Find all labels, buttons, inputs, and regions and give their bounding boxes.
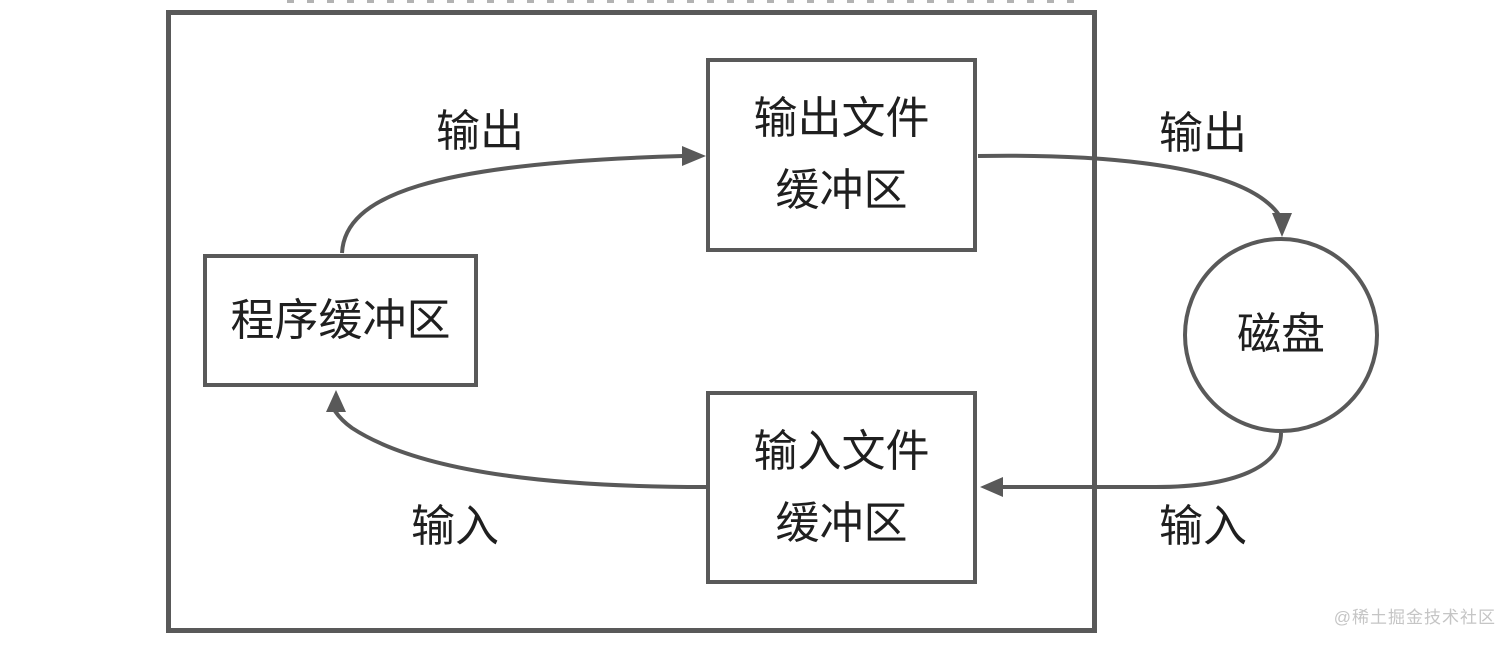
edge-label-input-left: 输入 <box>411 502 499 551</box>
arrowhead-down-icon <box>1272 213 1292 237</box>
edge-label-output-right: 输出 <box>1159 109 1247 158</box>
arrowhead-left-icon <box>980 477 1003 497</box>
edge-output-buffer-to-disk <box>977 153 1281 217</box>
edge-program-to-output-buffer <box>340 154 684 254</box>
arrowhead-up-icon <box>326 390 346 412</box>
system-boundary-rect <box>166 10 1097 633</box>
edge-label-input-right: 输入 <box>1159 502 1247 551</box>
edge-label-output-left: 输出 <box>436 107 524 156</box>
node-disk-label: 磁盘 <box>1237 310 1325 359</box>
watermark-text: @稀土掘金技术社区 <box>1333 608 1496 627</box>
node-output-file-buffer-line1: 输出文件 <box>753 94 930 143</box>
node-disk: 磁盘 <box>1183 237 1379 433</box>
cropped-text-artifact <box>287 0 1087 3</box>
node-input-file-buffer: 输入文件 缓冲区 <box>706 391 977 584</box>
node-output-file-buffer-line2: 缓冲区 <box>775 166 908 215</box>
node-input-file-buffer-line2: 缓冲区 <box>775 498 908 548</box>
edge-disk-to-input-buffer <box>1003 432 1283 489</box>
node-program-buffer: 程序缓冲区 <box>203 254 478 387</box>
arrowhead-right-icon <box>682 146 706 166</box>
node-input-file-buffer-line1: 输入文件 <box>753 426 930 476</box>
edge-input-buffer-to-program <box>333 409 707 489</box>
node-program-buffer-label: 程序缓冲区 <box>230 295 451 345</box>
node-output-file-buffer: 输出文件 缓冲区 <box>706 58 977 252</box>
